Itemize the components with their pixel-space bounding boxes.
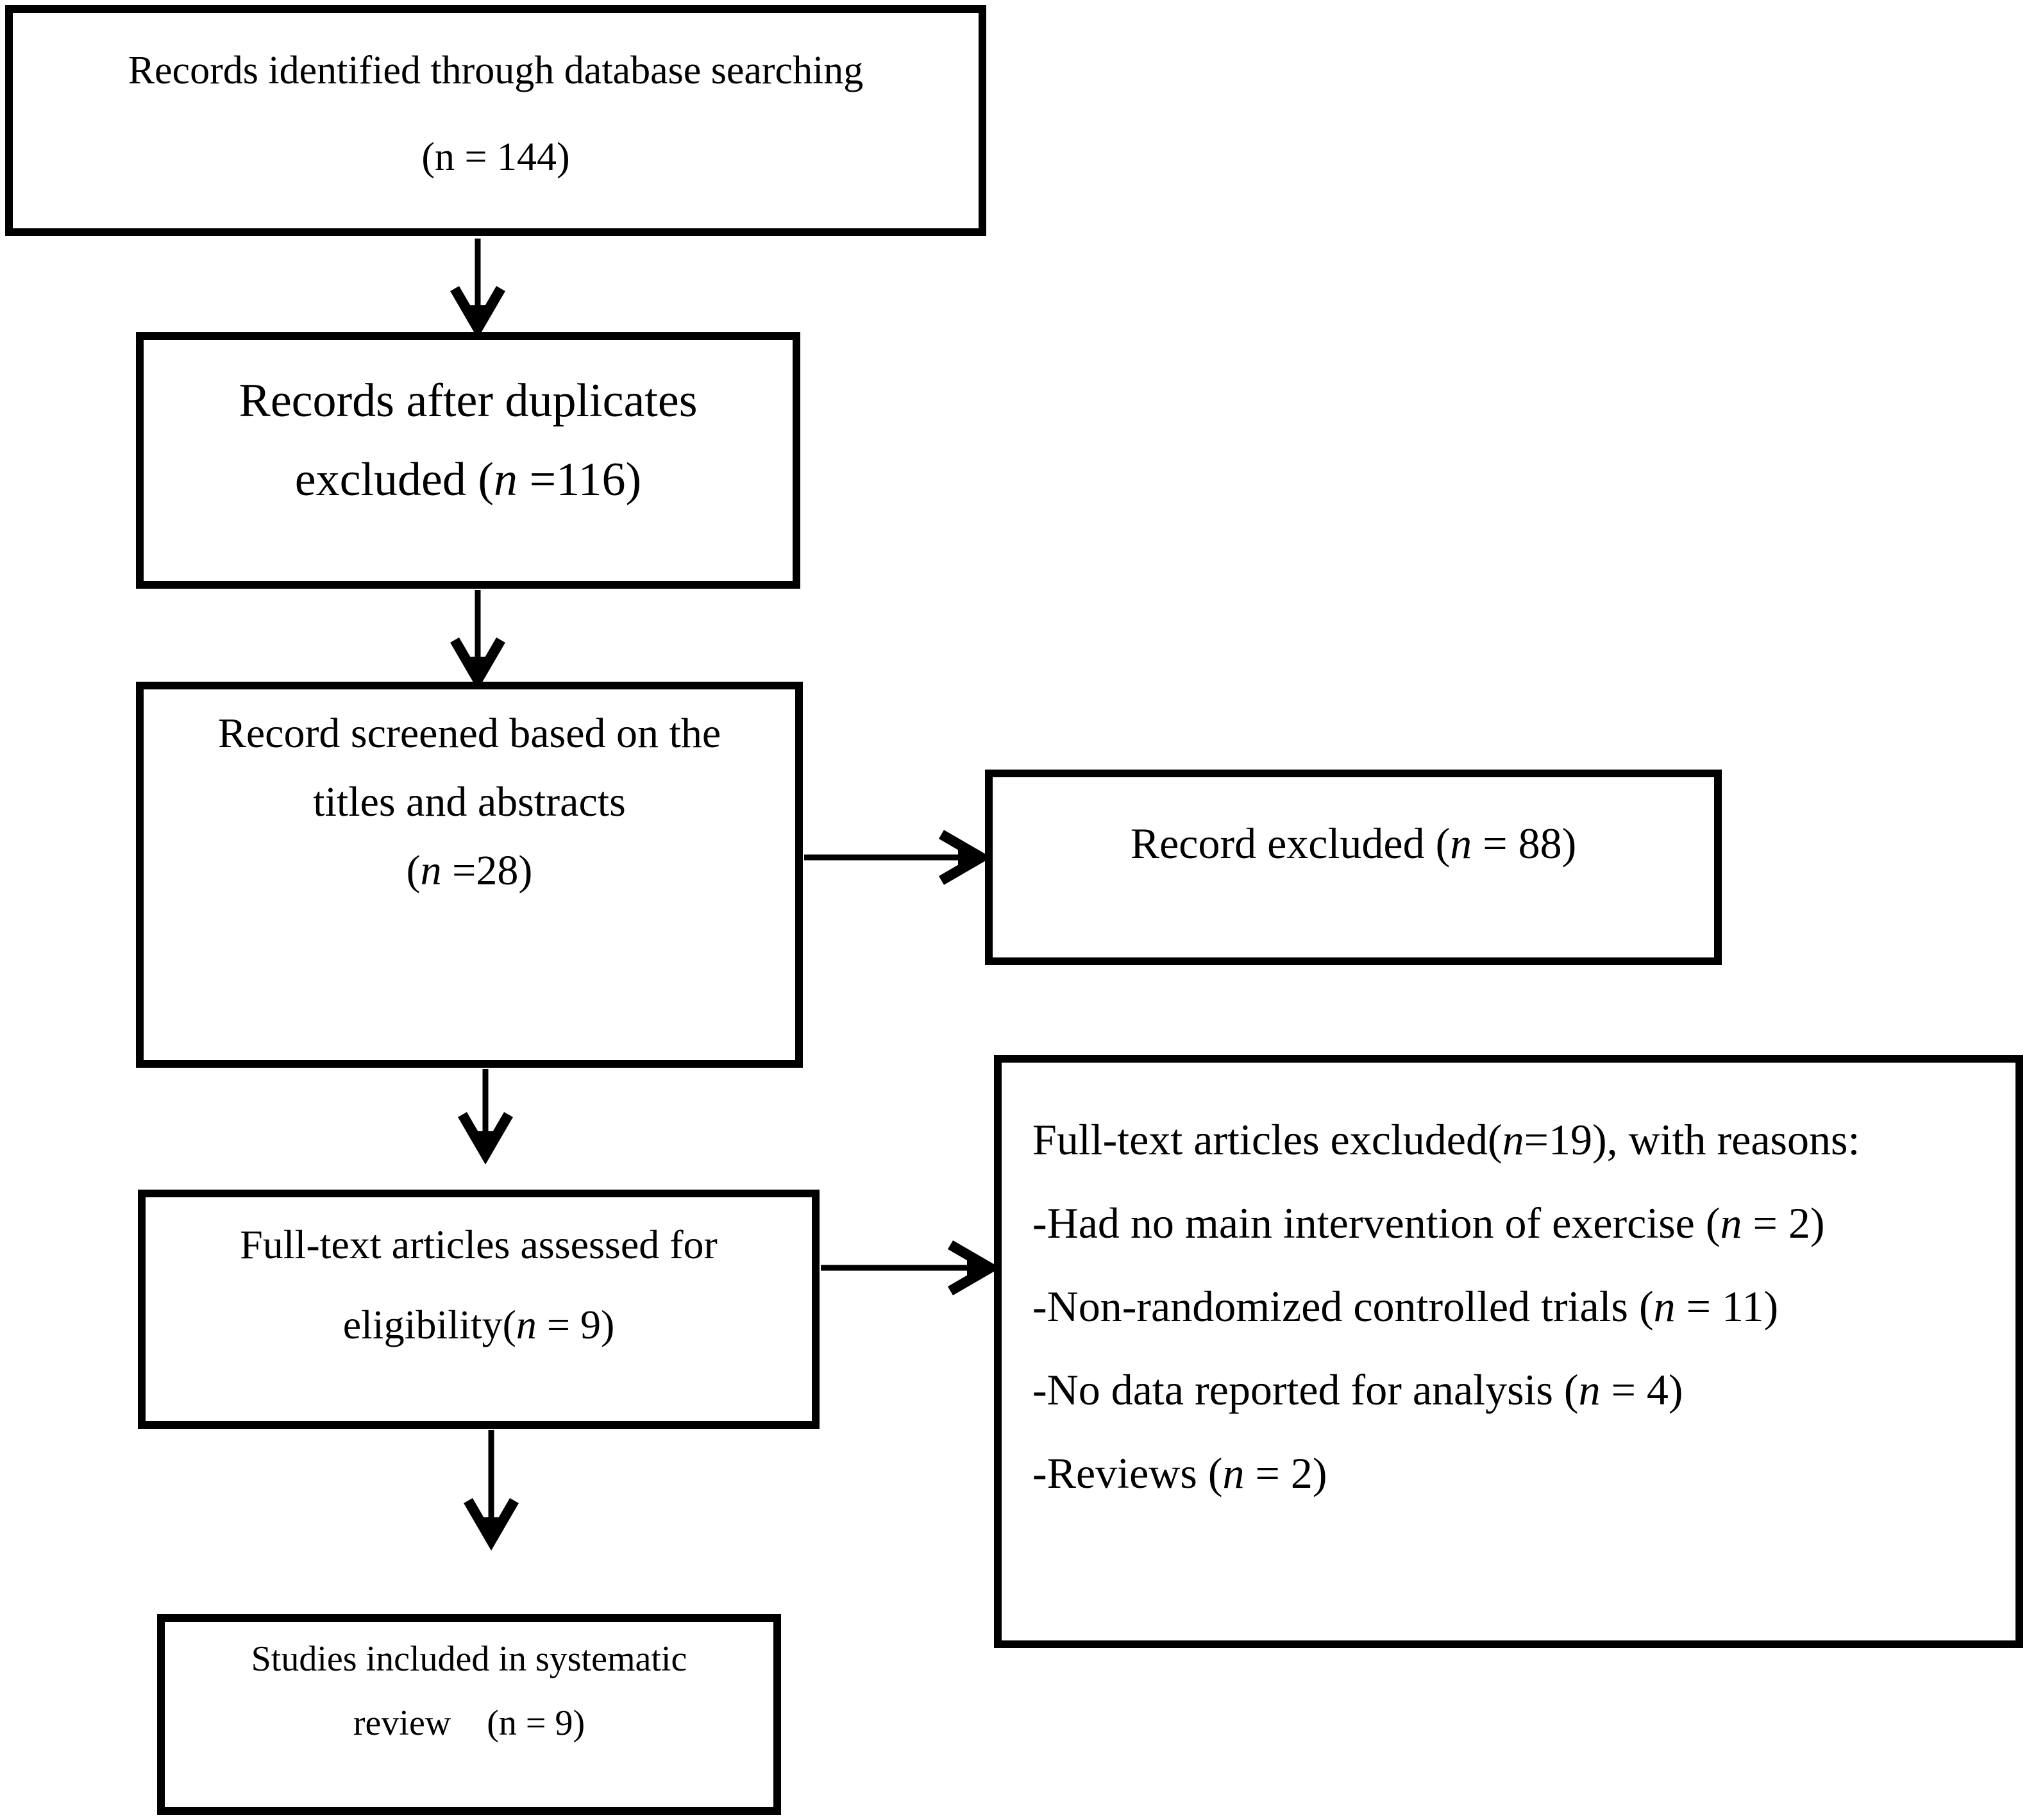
- box-line: titles and abstracts: [313, 779, 626, 825]
- arrow-assessed-to-included: [464, 1430, 519, 1551]
- box-line: Record excluded (n = 88): [1130, 819, 1577, 868]
- box-line: -Non-randomized controlled trials (n = 1…: [1032, 1282, 1779, 1331]
- box-fulltext-assessed: Full-text articles assessed for eligibil…: [138, 1190, 820, 1429]
- box-fulltext-excluded-reasons: Full-text articles excluded(n=19), with …: [994, 1055, 2023, 1648]
- box-line: Record screened based on the: [217, 710, 721, 757]
- arrow-duplicates-to-screened: [450, 590, 505, 690]
- box-line: review (n = 9): [353, 1703, 585, 1743]
- box-line: Full-text articles assessed for: [240, 1222, 718, 1267]
- box-records-screened: Record screened based on the titles and …: [136, 682, 803, 1068]
- box-line: Full-text articles excluded(n=19), with …: [1032, 1115, 1860, 1164]
- arrow-assessed-to-fulltext-excluded: [821, 1240, 1000, 1295]
- box-line: Records after duplicates: [239, 375, 698, 427]
- box-line: eligibility(n = 9): [342, 1302, 615, 1347]
- arrow-screened-to-assessed: [458, 1069, 513, 1165]
- box-records-identified: Records identified through database sear…: [5, 5, 986, 236]
- box-line: (n = 144): [421, 135, 570, 179]
- box-line: Records identified through database sear…: [128, 49, 864, 92]
- box-record-excluded: Record excluded (n = 88): [985, 770, 1722, 965]
- box-line: excluded (n =116): [294, 453, 642, 506]
- box-line: -Reviews (n = 2): [1032, 1449, 1327, 1497]
- box-records-after-duplicates: Records after duplicates excluded (n =11…: [136, 332, 800, 589]
- arrow-identified-to-duplicates: [450, 239, 505, 339]
- box-line: (n =28): [406, 847, 533, 894]
- box-line: Studies included in systematic: [251, 1639, 687, 1679]
- box-line: -Had no main intervention of exercise (n…: [1032, 1199, 1825, 1247]
- box-line: -No data reported for analysis (n = 4): [1032, 1365, 1683, 1414]
- box-studies-included: Studies included in systematic review (n…: [157, 1614, 781, 1815]
- arrow-screened-to-record-excluded: [804, 830, 991, 885]
